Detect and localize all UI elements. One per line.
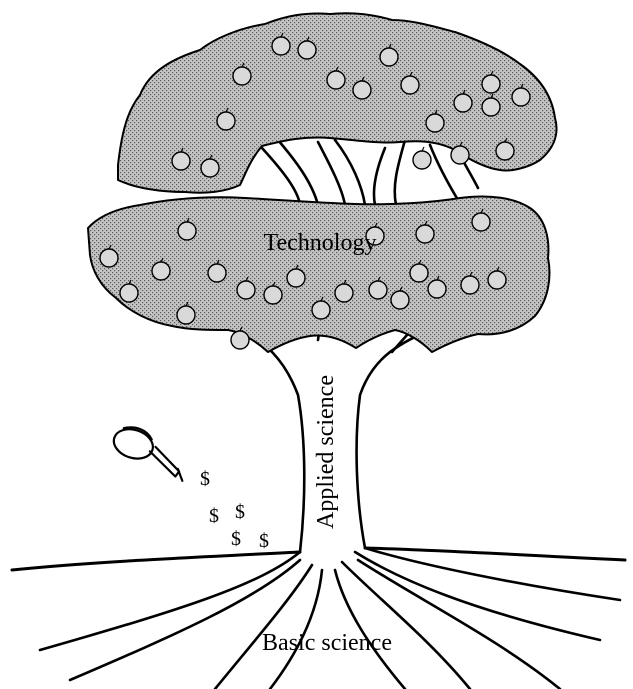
ground-line [12,548,625,570]
apple-icon [413,147,431,169]
watering-can-icon [108,422,193,481]
dollar-sign-icon: $ [209,505,219,527]
dollar-sign-icon: $ [235,501,245,523]
inner-branches [262,140,478,205]
dollar-sign-icon: $ [231,528,241,550]
trunk-label: Applied science [313,375,339,529]
dollar-sign-icon: $ [200,468,210,490]
dollar-sign-icon: $ [259,530,269,552]
canopy-label: Technology [264,230,377,256]
roots [40,548,620,689]
roots-label: Basic science [262,630,392,656]
